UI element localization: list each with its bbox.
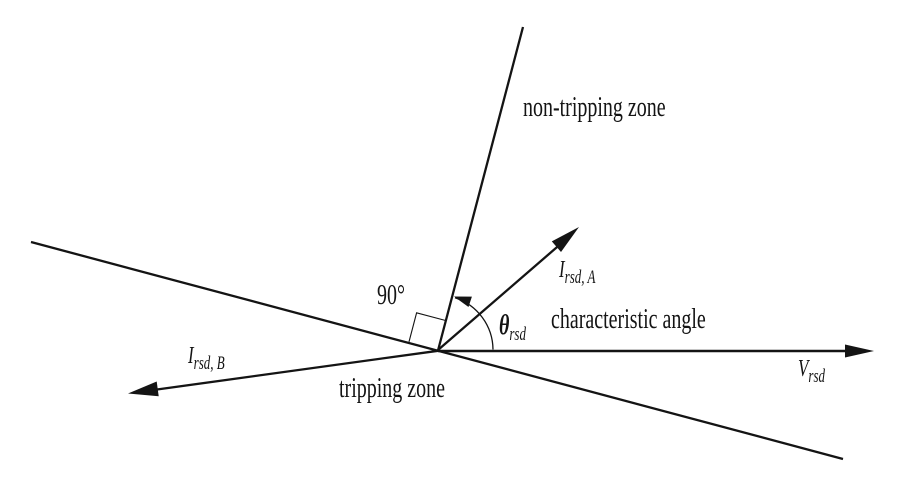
- label-i-rsd-b: Irsd, B: [187, 341, 225, 374]
- label-i-rsd-a: Irsd, A: [558, 255, 595, 288]
- i-rsd-a-subscript: rsd, A: [565, 267, 596, 288]
- label-tripping-zone: tripping zone: [339, 373, 445, 404]
- i-rsd-b-subscript: rsd, B: [194, 353, 225, 374]
- zone-boundary-upper-line: [436, 26, 525, 351]
- right-angle-marker: [408, 312, 446, 342]
- theta-arc-arrowhead: [454, 296, 472, 307]
- theta-arc: [454, 297, 494, 350]
- label-v-rsd: Vrsd: [798, 354, 826, 387]
- theta-subscript: rsd: [509, 324, 526, 345]
- i-rsd-a-vector-line: [437, 243, 561, 351]
- i-rsd-a-symbol: I: [558, 255, 565, 283]
- v-rsd-arrowhead: [845, 344, 874, 358]
- v-rsd-subscript: rsd: [808, 366, 825, 387]
- i-rsd-b-arrowhead: [128, 381, 159, 397]
- diagram-arrowheads: [128, 227, 874, 397]
- diagram-labels: non-tripping zone tripping zone 90° char…: [187, 92, 826, 404]
- label-characteristic-angle: characteristic angle: [551, 304, 706, 335]
- diagram-lines: [30, 26, 849, 461]
- v-rsd-symbol: V: [798, 354, 810, 382]
- i-rsd-b-symbol: I: [187, 341, 194, 369]
- label-non-tripping-zone: non-tripping zone: [523, 92, 666, 123]
- i-rsd-a-arrowhead: [551, 227, 579, 252]
- theta-symbol: θ: [499, 310, 509, 341]
- label-theta-rsd: θrsd: [499, 310, 527, 345]
- label-right-angle: 90°: [377, 280, 405, 311]
- i-rsd-b-vector-line: [156, 349, 439, 391]
